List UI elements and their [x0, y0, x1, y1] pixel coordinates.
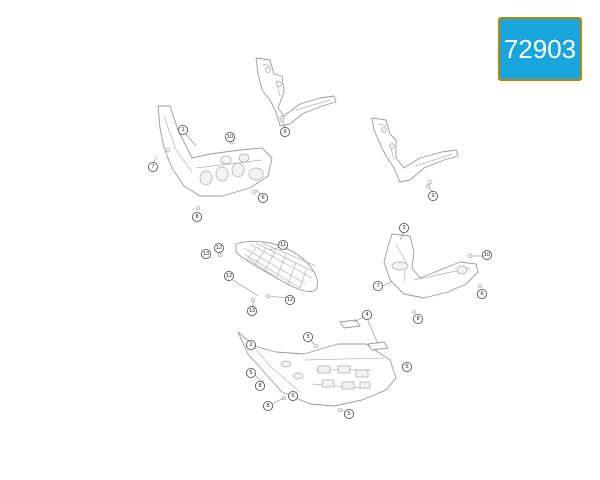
svg-text:9: 9 — [431, 193, 434, 199]
svg-text:11: 11 — [280, 242, 286, 248]
callout-8: 8 — [254, 380, 265, 391]
callout-10: 10 — [224, 131, 235, 142]
callout-5: 5 — [401, 361, 412, 372]
svg-text:7: 7 — [376, 283, 379, 289]
svg-text:6: 6 — [261, 195, 264, 201]
svg-text:5: 5 — [306, 334, 309, 340]
svg-text:10: 10 — [484, 252, 490, 258]
right-side-cover — [383, 233, 479, 299]
svg-text:2: 2 — [249, 342, 252, 348]
svg-text:5: 5 — [249, 370, 252, 376]
belly-pan — [237, 331, 397, 407]
callout-5: 5 — [245, 367, 256, 378]
callout-12: 12 — [213, 242, 224, 253]
callout-8: 8 — [262, 400, 273, 411]
svg-text:12: 12 — [226, 273, 232, 279]
small-brackets — [339, 319, 389, 351]
svg-text:8: 8 — [258, 383, 261, 389]
callout-6: 6 — [476, 288, 487, 299]
callout-7: 7 — [147, 161, 158, 172]
svg-text:6: 6 — [480, 291, 483, 297]
mesh-grille — [235, 240, 318, 293]
callout-9: 9 — [427, 190, 438, 201]
callout-6: 6 — [257, 192, 268, 203]
svg-text:1: 1 — [181, 127, 184, 133]
left-frame-bracket — [255, 57, 337, 127]
svg-text:8: 8 — [195, 214, 198, 220]
svg-text:8: 8 — [416, 316, 419, 322]
svg-text:5: 5 — [291, 393, 294, 399]
svg-text:5: 5 — [405, 364, 408, 370]
svg-text:7: 7 — [151, 164, 154, 170]
svg-text:10: 10 — [227, 134, 233, 140]
callout-7: 7 — [372, 280, 383, 291]
diagram-number-badge: 72903 — [498, 17, 582, 81]
callout-4: 4 — [361, 309, 372, 320]
callout-1: 1 — [177, 125, 188, 136]
callout-12: 12 — [284, 294, 295, 305]
svg-text:12: 12 — [216, 245, 222, 251]
svg-text:5: 5 — [347, 411, 350, 417]
callout-11: 11 — [277, 239, 288, 250]
svg-text:12: 12 — [287, 297, 293, 303]
svg-text:8: 8 — [266, 403, 269, 409]
svg-text:13: 13 — [249, 308, 255, 314]
right-frame-bracket — [371, 117, 459, 185]
svg-text:9: 9 — [283, 129, 286, 135]
callout-13: 13 — [200, 248, 211, 259]
svg-text:13: 13 — [203, 251, 209, 257]
callout-12: 12 — [223, 270, 234, 281]
fasteners — [195, 117, 483, 413]
callout-9: 9 — [279, 127, 290, 138]
callout-5: 5 — [302, 331, 313, 342]
callout-8: 8 — [412, 313, 423, 324]
callout-13: 13 — [246, 305, 257, 316]
callout-5: 5 — [343, 408, 354, 419]
left-side-cover — [157, 105, 273, 197]
callout-8: 8 — [191, 211, 202, 222]
callout-5: 5 — [287, 390, 298, 401]
callout-3: 3 — [398, 222, 409, 233]
svg-text:4: 4 — [365, 312, 368, 318]
callout-10: 10 — [481, 249, 492, 260]
svg-text:3: 3 — [402, 225, 405, 231]
callout-2: 2 — [245, 339, 256, 350]
